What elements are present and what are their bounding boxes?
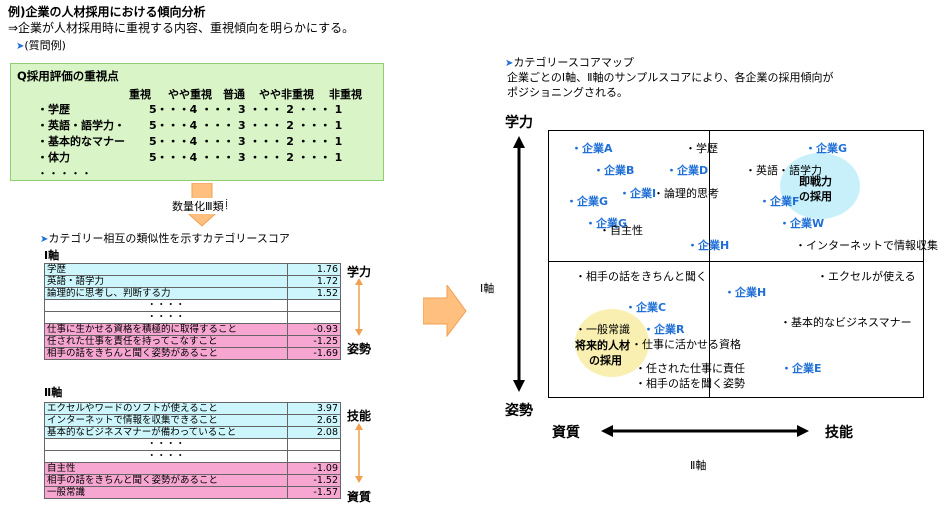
table-row: 自主性-1.09 xyxy=(44,462,341,475)
company-label: ・企業A xyxy=(571,142,613,155)
map-y-axis-name: Ⅰ軸 xyxy=(480,282,495,295)
map-y-top-label: 学力 xyxy=(505,115,533,131)
category-label: ・インターネットで情報収集 xyxy=(795,239,938,252)
table-row: ・・・・ xyxy=(44,450,341,463)
chevron-right-icon: ➤ xyxy=(505,58,514,69)
survey-item-label: ・学歴 xyxy=(37,103,70,116)
category-label: ・相手の話をきちんと聞く xyxy=(575,270,707,283)
company-label: ・企業H xyxy=(724,286,767,299)
survey-item-label: ・英語・語学力・ xyxy=(37,119,125,132)
company-label: ・企業R xyxy=(643,323,685,336)
survey-question: Q採用評価の重視点 xyxy=(17,69,119,83)
category-score-title: ➤カテゴリー相互の類似性を示すカテゴリースコア xyxy=(40,232,290,245)
table-row: ・・・・ xyxy=(44,299,341,312)
table-row: 任された仕事を責任を持ってこなすこと-1.25 xyxy=(44,335,341,348)
scale-header-3: 普通 xyxy=(223,88,245,101)
scale-header-1: 重視 xyxy=(129,88,151,101)
table-row: 仕事に生かせる資格を積極的に取得すること-0.93 xyxy=(44,323,341,336)
axis2-pos-label: 技能 xyxy=(347,409,372,423)
company-label: ・企業D xyxy=(666,164,709,177)
map-title: ➤カテゴリースコアマップ xyxy=(505,56,634,69)
cluster-right-ellipse xyxy=(780,153,860,219)
double-arrow-icon xyxy=(355,423,363,483)
cluster-left-ellipse xyxy=(575,309,649,377)
category-label: ・一般常識 xyxy=(575,323,630,336)
cluster-right-label-2: の採用 xyxy=(799,190,832,203)
map-desc-1: 企業ごとのⅠ軸、Ⅱ軸のサンプルスコアにより、各企業の採用傾向が xyxy=(507,71,834,84)
survey-item-scale: 5・・・4 ・・・ 3 ・・・ 2 ・・・ 1 xyxy=(149,151,343,164)
map-x-right-label: 技能 xyxy=(825,425,853,441)
vertical-double-arrow-icon xyxy=(513,136,525,392)
company-label: ・企業G xyxy=(805,142,848,155)
cluster-left-label-1: 将来的人材 xyxy=(575,339,630,352)
table-row: ・・・・ xyxy=(44,438,341,451)
survey-item-label: ・体力 xyxy=(37,151,70,164)
category-label: ・自主性 xyxy=(599,224,643,237)
example-label: ➤(質問例) xyxy=(16,39,66,52)
scale-header-4: やや非重視 xyxy=(259,88,314,101)
category-label: ・英語・語学力 xyxy=(745,164,822,177)
table-row: ・・・・ xyxy=(44,311,341,324)
table-row: 相手の話をきちんと聞く姿勢があること-1.69 xyxy=(44,347,341,360)
chevron-right-icon: ➤ xyxy=(16,41,25,52)
company-label: ・企業W xyxy=(779,217,825,230)
map-horizontal-divider xyxy=(549,261,923,262)
right-arrow-icon xyxy=(423,285,467,337)
survey-item-scale: 5・・・4 ・・・ 3 ・・・ 2 ・・・ 1 xyxy=(149,135,343,148)
scale-header-5: 非重視 xyxy=(329,88,362,101)
page-subtitle: ⇒企業が人材採用時に重視する内容、重視傾向を明らかにする。 xyxy=(8,21,355,35)
cluster-right-label-1: 即戦力 xyxy=(799,175,832,188)
category-label: ・相手の話を聞く姿勢 xyxy=(635,377,745,390)
map-vertical-divider xyxy=(709,131,710,397)
company-label: ・企業F xyxy=(759,195,800,208)
cluster-left-label-2: の採用 xyxy=(589,354,622,367)
category-label: ・仕事に活かせる資格 xyxy=(631,338,741,351)
survey-more: ・・・・・ xyxy=(37,167,92,180)
category-label: ・基本的なビジネスマナー xyxy=(780,316,912,329)
category-label: ・エクセルが使える xyxy=(817,270,916,283)
axis1-neg-label: 姿勢 xyxy=(347,342,372,356)
map-x-axis-name: Ⅱ軸 xyxy=(690,459,707,472)
category-label: ・任された仕事に責任 xyxy=(635,362,745,375)
survey-item-scale: 5・・・4 ・・・ 3 ・・・ 2 ・・・ 1 xyxy=(149,103,343,116)
category-label: ・学歴 xyxy=(685,142,718,155)
scale-header-2: やや重視 xyxy=(168,88,212,101)
map-x-left-label: 資質 xyxy=(552,425,580,441)
company-label: ・企業G xyxy=(585,217,628,230)
process-label-overlay: 数量化Ⅲ類 xyxy=(170,198,226,214)
horizontal-double-arrow-icon xyxy=(601,425,809,437)
company-label: ・企業G xyxy=(566,195,609,208)
map-desc-2: ポジショニングされる。 xyxy=(507,86,628,99)
axis1-pos-label: 学力 xyxy=(347,265,372,279)
table-row: 相手の話をきちんと聞く姿勢があること-1.52 xyxy=(44,474,341,487)
double-arrow-icon xyxy=(355,278,363,336)
map-y-bottom-label: 姿勢 xyxy=(505,403,533,419)
category-label: ・論理的思考 xyxy=(653,187,719,200)
chevron-right-icon: ➤ xyxy=(40,234,49,245)
company-label: ・企業I xyxy=(619,187,657,200)
axis2-name: Ⅱ軸 xyxy=(44,386,63,399)
survey-item-label: ・基本的なマナー xyxy=(37,135,125,148)
survey-question-box: Q採用評価の重視点 重視 やや重視 普通 やや非重視 非重視 ・学歴 5・・・4… xyxy=(10,63,384,181)
survey-item-scale: 5・・・4 ・・・ 3 ・・・ 2 ・・・ 1 xyxy=(149,119,343,132)
company-label: ・企業C xyxy=(625,301,667,314)
company-label: ・企業E xyxy=(781,362,822,375)
page-title: 例)企業の人材採用における傾向分析 xyxy=(8,5,206,19)
axis2-neg-label: 資質 xyxy=(347,490,372,504)
table-row: 一般常識-1.57 xyxy=(44,486,341,499)
category-score-map: 即戦力 の採用 将来的人材 の採用 ・企業A ・企業B ・企業D ・企業I ・企… xyxy=(548,130,938,398)
axis1-name: Ⅰ軸 xyxy=(44,249,60,262)
company-label: ・企業H xyxy=(687,239,730,252)
company-label: ・企業B xyxy=(593,164,635,177)
